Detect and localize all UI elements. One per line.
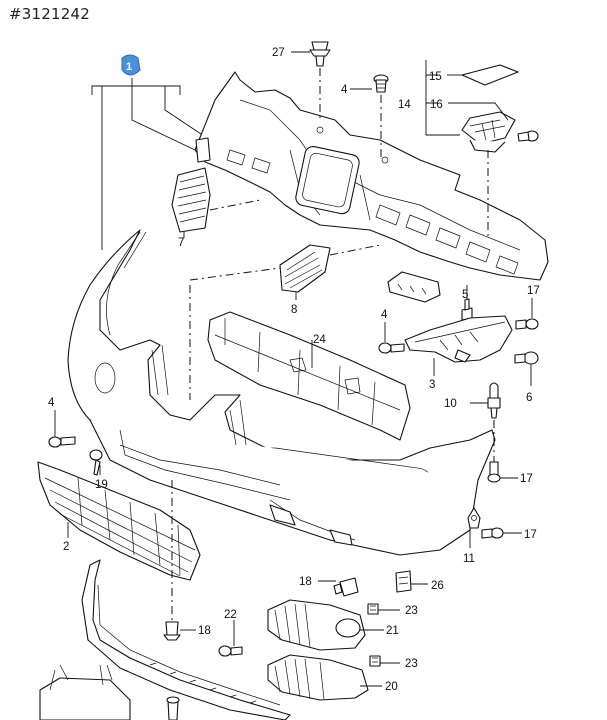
callout-2: 2	[63, 541, 69, 553]
callout-4-top: 4	[341, 84, 348, 96]
cover-15	[461, 64, 519, 86]
callout-21: 21	[386, 625, 399, 637]
bracket-3	[404, 315, 513, 363]
absorber-24	[207, 311, 411, 441]
screw-bottom	[166, 696, 180, 720]
callout-5: 5	[462, 289, 468, 301]
callout-19: 19	[95, 479, 108, 491]
lower-grille-2	[37, 461, 201, 581]
bracket-14	[425, 60, 460, 136]
callout-16: 16	[430, 99, 443, 111]
screw-17-lower	[481, 527, 504, 539]
screw-17-mid	[487, 461, 501, 483]
screw-17-upper	[515, 318, 539, 330]
callout-4-right: 4	[381, 309, 388, 321]
screw-4-top	[373, 74, 389, 93]
callout-24: 24	[313, 334, 326, 346]
bumper-carrier	[194, 71, 549, 281]
clip-5	[461, 298, 473, 321]
screw-16	[517, 130, 539, 142]
callout-14: 14	[398, 99, 411, 111]
callout-20: 20	[385, 681, 398, 693]
callout-18-left: 18	[198, 625, 211, 637]
clip-18-right	[333, 577, 359, 597]
callout-26: 26	[431, 580, 444, 592]
clip-26	[395, 570, 412, 593]
callout-27: 27	[272, 47, 285, 59]
callout-10: 10	[444, 398, 457, 410]
callout-17-lower: 17	[524, 529, 537, 541]
clip-bracket-upper	[387, 271, 441, 303]
callout-18-right: 18	[299, 576, 312, 588]
screw-4-right	[378, 342, 405, 354]
bracket-lower-left	[39, 664, 131, 720]
callout-22: 22	[224, 609, 237, 621]
callout-17-mid: 17	[520, 473, 533, 485]
callout-4-left: 4	[48, 397, 55, 409]
lower-spoiler	[81, 559, 291, 720]
callout-3: 3	[429, 379, 435, 391]
screw-4-left	[48, 436, 76, 448]
callout-8: 8	[291, 304, 297, 316]
clip-18-left	[163, 621, 181, 641]
clip-23-upper	[367, 603, 379, 615]
fog-frame-21	[267, 599, 366, 651]
callout-11: 11	[463, 553, 475, 565]
badge-label: 1	[126, 61, 132, 73]
screw-19	[89, 449, 103, 476]
bumper-cover	[67, 229, 496, 556]
document-id: #3121242	[9, 5, 90, 23]
callout-15: 15	[429, 71, 442, 83]
screw-22	[218, 645, 243, 657]
callout-23-lower: 23	[405, 658, 418, 670]
clip-23-lower	[369, 655, 381, 667]
callout-23-upper: 23	[405, 605, 418, 617]
callout-7: 7	[178, 237, 184, 249]
clip-10	[487, 382, 501, 419]
fog-frame-20	[267, 654, 369, 701]
callout-17-upper: 17	[527, 285, 540, 297]
callout-6: 6	[526, 392, 532, 404]
assembly-bracket	[91, 78, 211, 250]
clip-27	[309, 41, 331, 67]
screw-6	[514, 351, 539, 365]
side-grille-7	[171, 137, 211, 233]
assembly-badge[interactable]: 1	[121, 54, 141, 76]
bracket-11	[467, 507, 481, 529]
cover-16	[461, 111, 516, 153]
side-grille-8	[279, 244, 331, 293]
